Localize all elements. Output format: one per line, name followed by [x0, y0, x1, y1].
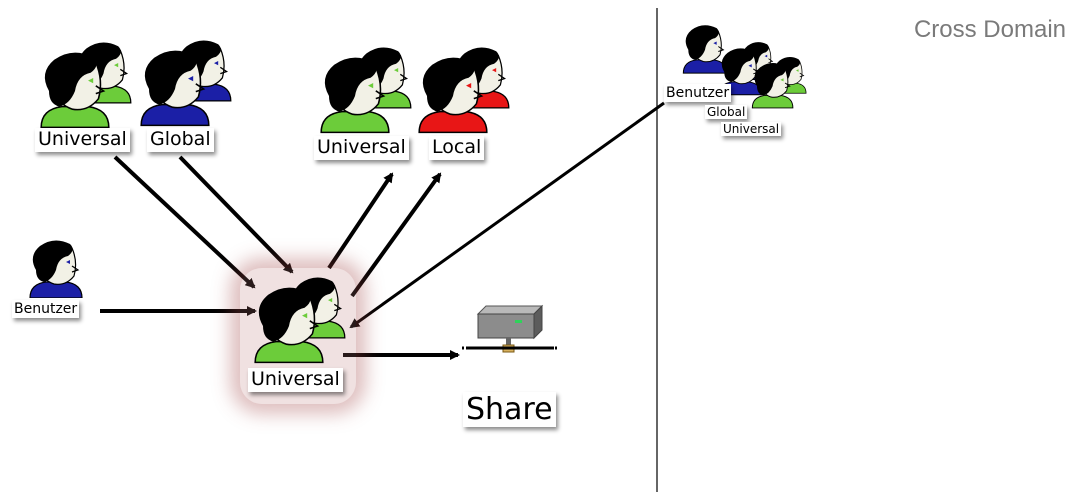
- user-group-icon: [418, 47, 510, 134]
- benutzer-user-label: Benutzer: [12, 300, 80, 318]
- universal-group-label: Universal: [35, 128, 130, 152]
- page-title: Cross Domain: [913, 16, 1066, 43]
- arrow-crossdomain-to-center: [349, 101, 665, 329]
- cross-domain-universal-label: Universal: [721, 122, 782, 136]
- cross-domain-cluster[interactable]: Benutzer Global Universal: [662, 22, 807, 147]
- user-icon: [682, 25, 728, 74]
- user-icon: [29, 240, 83, 298]
- universal-center-group-node[interactable]: Universal: [248, 275, 354, 400]
- server-icon: [462, 304, 558, 353]
- arrow-center-to-universal: [327, 172, 394, 270]
- universal-center-group-label: Universal: [248, 368, 343, 392]
- local-group-label: Local: [429, 136, 485, 160]
- local-group-node[interactable]: Local: [412, 45, 512, 165]
- user-group-icon: [254, 277, 346, 364]
- arrow-global-to-center: [178, 155, 294, 274]
- benutzer-user-node[interactable]: Benutzer: [12, 240, 92, 322]
- cross-domain-global-label: Global: [705, 105, 748, 119]
- universal-group-node[interactable]: Universal: [34, 40, 134, 158]
- cross-domain-user-label: Benutzer: [664, 84, 732, 102]
- user-group-icon: [751, 56, 807, 109]
- share-label: Share: [463, 392, 556, 427]
- global-group-label: Global: [147, 128, 214, 152]
- user-group-icon: [40, 42, 132, 129]
- universal-target-group-label: Universal: [314, 136, 409, 160]
- arrow-universal-to-center: [113, 155, 256, 289]
- user-group-icon: [320, 47, 412, 134]
- universal-target-group-node[interactable]: Universal: [314, 45, 414, 165]
- user-group-icon: [140, 40, 232, 127]
- arrow-center-to-local: [350, 172, 442, 298]
- share-node[interactable]: [462, 300, 558, 370]
- global-group-node[interactable]: Global: [134, 38, 234, 156]
